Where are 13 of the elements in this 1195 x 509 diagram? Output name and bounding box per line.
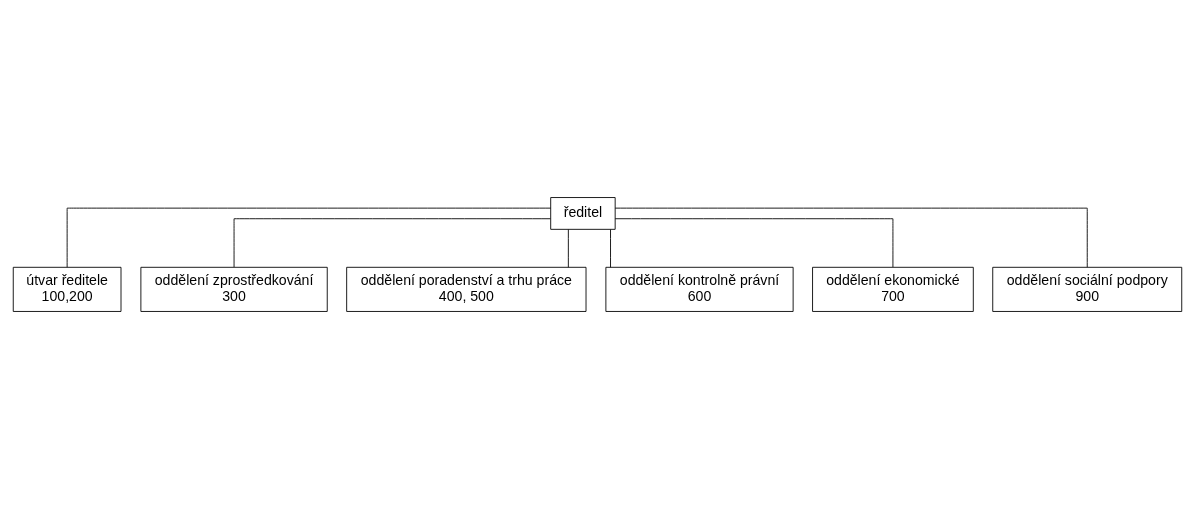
node-box: oddělení ekonomické 700 <box>812 266 974 312</box>
connector <box>614 207 1088 268</box>
connector <box>614 218 894 268</box>
node-box: oddělení sociální podpory 900 <box>992 266 1183 312</box>
connector <box>66 207 552 268</box>
node-box: ředitel <box>550 197 616 230</box>
node-box: útvar ředitele 100,200 <box>12 266 122 312</box>
connector <box>610 229 611 268</box>
node-box: oddělení zprostředkování 300 <box>140 266 328 312</box>
node-box: oddělení kontrolně právní 600 <box>605 266 794 312</box>
node-box: oddělení poradenství a trhu práce 400, 500 <box>346 266 587 312</box>
connector <box>233 218 551 268</box>
connector <box>567 229 569 268</box>
